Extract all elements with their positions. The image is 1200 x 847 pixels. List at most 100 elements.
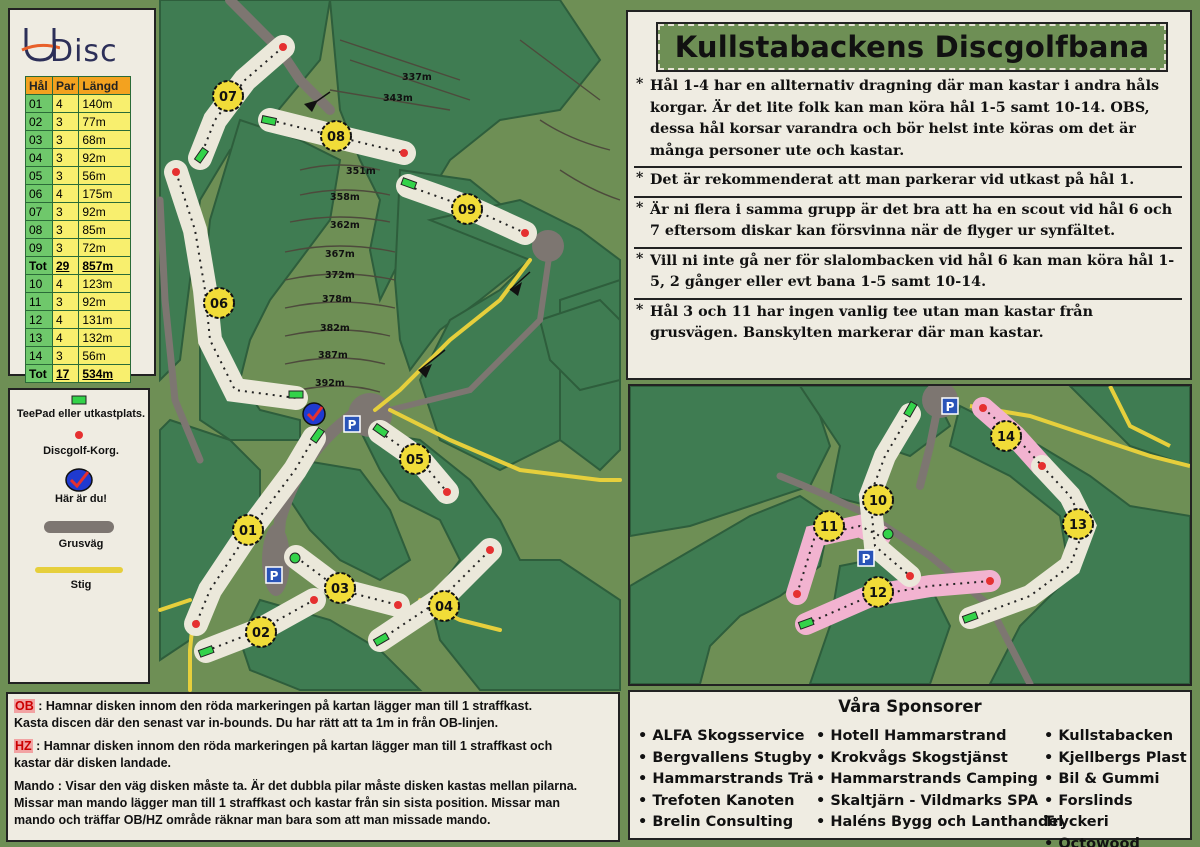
parking-icon: P bbox=[343, 415, 361, 433]
hole-marker-11[interactable]: 11 bbox=[813, 510, 845, 542]
svg-text:14: 14 bbox=[997, 430, 1015, 445]
table-header-row: Hål Par Längd bbox=[25, 76, 132, 95]
alternate-layout-map: P P 14 10 11 13 12 bbox=[628, 382, 1192, 688]
distance-label: 351m bbox=[346, 166, 376, 177]
hole-marker-01[interactable]: 01 bbox=[232, 514, 264, 546]
sponsor-item: Octowood bbox=[1044, 834, 1190, 847]
hole-marker-07[interactable]: 07 bbox=[212, 80, 244, 112]
ob-rule: OB : Hamnar disken innom den röda marker… bbox=[14, 699, 533, 730]
hole-marker-05[interactable]: 05 bbox=[399, 443, 431, 475]
distance-label: 343m bbox=[383, 93, 413, 104]
sponsor-item: Bergvallens Stugby bbox=[638, 748, 814, 770]
sponsor-item: Kjellbergs Plast bbox=[1044, 748, 1190, 770]
svg-text:09: 09 bbox=[458, 203, 476, 218]
sponsor-item: Trefoten Kanoten bbox=[638, 791, 814, 813]
distance-label: 387m bbox=[318, 350, 348, 361]
contour-lines bbox=[284, 39, 621, 393]
basket-icon bbox=[75, 431, 83, 439]
legend-basket-label: Discgolf-Korg. bbox=[43, 445, 119, 457]
tee-pads bbox=[193, 115, 418, 658]
page-title: Kullstabackens Discgolfbana bbox=[674, 30, 1150, 64]
svg-text:P: P bbox=[862, 552, 871, 566]
inset-paths bbox=[969, 385, 1191, 468]
inset-tee-marker bbox=[882, 528, 894, 540]
sponsor-item: ALFA Skogsservice bbox=[638, 726, 814, 748]
mando-rule: Mando : Visar den väg disken måste ta. Ä… bbox=[14, 779, 578, 827]
hole-marker-04[interactable]: 04 bbox=[428, 590, 460, 622]
distance-label: 382m bbox=[320, 323, 350, 334]
parking-icon: P bbox=[857, 549, 875, 567]
hole-marker-06[interactable]: 06 bbox=[203, 287, 235, 319]
hole-marker-10[interactable]: 10 bbox=[862, 484, 894, 516]
distance-label: 372m bbox=[325, 270, 355, 281]
hole-marker-09[interactable]: 09 bbox=[451, 193, 483, 225]
note-item: *Det är rekommenderat att man parkerar v… bbox=[634, 168, 1182, 198]
svg-text:12: 12 bbox=[869, 586, 887, 601]
sponsor-item: Haléns Bygg och Lanthandel bbox=[816, 812, 1063, 834]
hole-marker-02[interactable]: 02 bbox=[245, 616, 277, 648]
sponsor-item: Krokvågs Skogstjänst bbox=[816, 748, 1063, 770]
note-item: *Är ni flera i samma grupp är det bra at… bbox=[634, 198, 1182, 249]
legend-teepad-label: TeePad eller utkastplats. bbox=[16, 408, 146, 420]
sponsors-panel: Våra Sponsorer ALFA Skogsservice Bergval… bbox=[628, 690, 1192, 847]
svg-text:P: P bbox=[270, 569, 279, 583]
distance-label: 337m bbox=[402, 72, 432, 83]
sponsor-column-1: ALFA Skogsservice Bergvallens Stugby Ham… bbox=[638, 726, 814, 834]
sponsor-item: Skaltjärn - Vildmarks SPA bbox=[816, 791, 1063, 813]
hole-marker-14[interactable]: 14 bbox=[990, 420, 1022, 452]
note-item: *Hål 3 och 11 har ingen vanlig tee utan … bbox=[636, 301, 1093, 342]
hole-marker-08[interactable]: 08 bbox=[320, 120, 352, 152]
sponsor-column-3: Kullstabacken Kjellbergs Plast Bil & Gum… bbox=[1044, 726, 1190, 847]
header-par: Par bbox=[51, 76, 80, 95]
distance-label: 367m bbox=[325, 249, 355, 260]
svg-text:02: 02 bbox=[252, 626, 270, 641]
tee-marker bbox=[289, 552, 301, 564]
info-panel: Kullstabackens Discgolfbana *Hål 1-4 har… bbox=[626, 10, 1192, 380]
note-item: *Hål 1-4 har en allternativ dragning där… bbox=[634, 74, 1182, 168]
svg-text:04: 04 bbox=[435, 600, 453, 615]
map-legend: TeePad eller utkastplats. Discgolf-Korg.… bbox=[8, 388, 150, 684]
distance-label: 358m bbox=[330, 192, 360, 203]
note-item: *Vill ni inte gå ner för slalombacken vi… bbox=[634, 249, 1182, 300]
hole-marker-03[interactable]: 03 bbox=[324, 572, 356, 604]
hole-marker-13[interactable]: 13 bbox=[1062, 508, 1094, 540]
legend-gravel-label: Grusväg bbox=[58, 538, 104, 550]
svg-text:P: P bbox=[946, 400, 955, 414]
legend-path-label: Stig bbox=[70, 579, 92, 591]
sponsor-item: Hotell Hammarstrand bbox=[816, 726, 1063, 748]
udisc-logo: Disc bbox=[20, 20, 150, 69]
header-length: Längd bbox=[78, 76, 132, 95]
ob-tag: OB bbox=[14, 699, 35, 713]
svg-text:P: P bbox=[348, 418, 357, 432]
hole-markers: 07 08 09 06 05 01 03 02 04 bbox=[203, 80, 483, 648]
svg-text:07: 07 bbox=[219, 90, 237, 105]
hz-tag: HZ bbox=[14, 739, 33, 753]
hole-marker-12[interactable]: 12 bbox=[862, 576, 894, 608]
sponsor-item: Brelin Consulting bbox=[638, 812, 814, 834]
sponsors-title: Våra Sponsorer bbox=[838, 697, 982, 716]
svg-text:01: 01 bbox=[239, 524, 257, 539]
slope-distances: 337m 343m 351m 358m 362m 367m 372m 378m … bbox=[315, 72, 432, 389]
svg-text:13: 13 bbox=[1069, 518, 1087, 533]
baskets bbox=[172, 43, 529, 628]
teepad-icon bbox=[71, 395, 87, 405]
inset-map-svg: P P 14 10 11 13 12 bbox=[629, 382, 1191, 688]
svg-text:10: 10 bbox=[869, 494, 887, 509]
legend-here-label: Här är du! bbox=[55, 493, 107, 505]
sponsor-item: Hammarstrands Camping bbox=[816, 769, 1063, 791]
